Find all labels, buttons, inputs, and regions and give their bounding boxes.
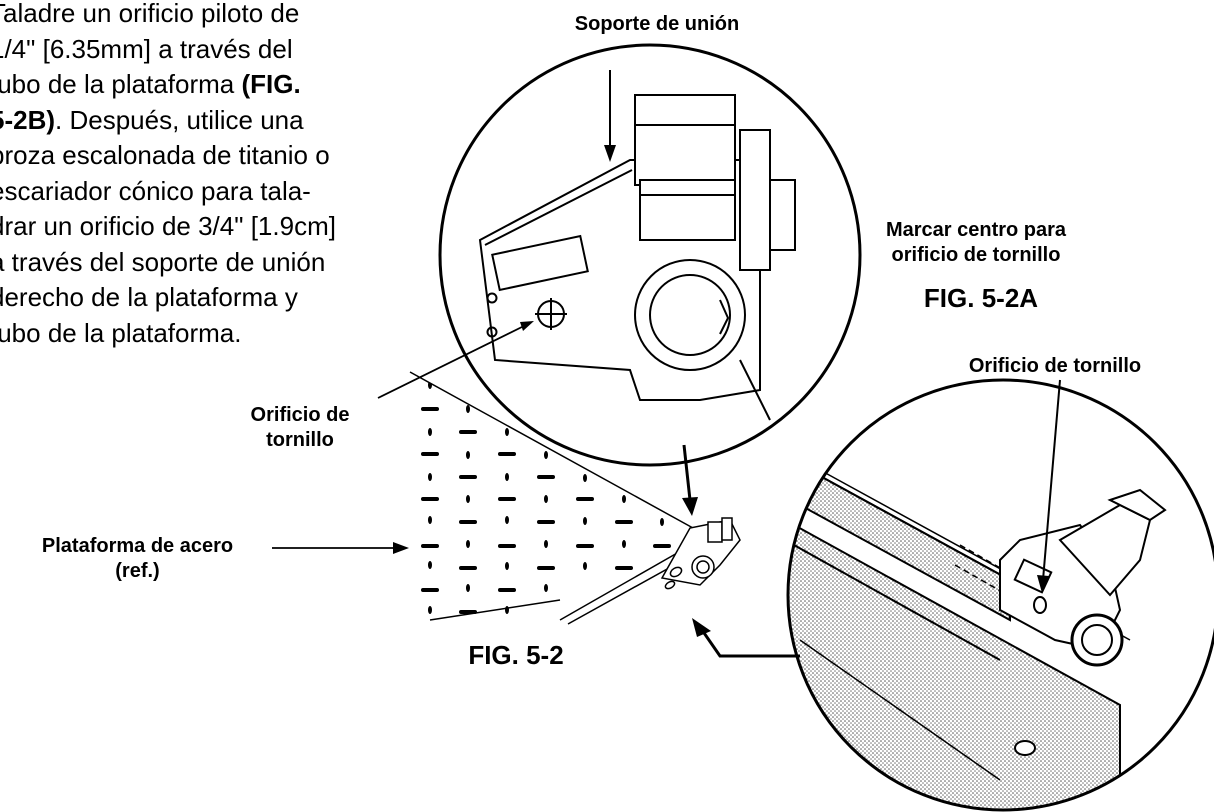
instruction-line-4-text: . Después, utilice una	[55, 104, 304, 135]
instruction-line-1: Taladre un orificio piloto de	[0, 0, 300, 28]
instruction-line-6: escariador cónico para tala-	[0, 175, 311, 206]
instruction-text: Taladre un orificio piloto de 1/4" [6.35…	[0, 0, 400, 351]
label-orificio-tornillo-left: Orificio de tornillo	[225, 403, 375, 453]
steel-platform	[409, 371, 741, 625]
label-plataforma-acero: Plataforma de acero (ref.)	[0, 534, 275, 584]
instruction-line-4: 5-2B). Después, utilice una	[0, 103, 400, 139]
instruction-line-10: tubo de la plataforma.	[0, 317, 242, 348]
instruction-line-7: drar un orificio de 3/4" [1.9cm]	[0, 211, 336, 241]
detail-circle-top	[438, 43, 862, 467]
label-marcar-centro: Marcar centro para orificio de tornillo	[846, 218, 1106, 268]
label-tornillo: tornillo	[266, 429, 334, 451]
label-soporte-union: Soporte de unión	[574, 13, 740, 35]
fig-5-2b-ref-part2: 5-2B)	[0, 104, 56, 135]
label-plataforma-line1: Plataforma de acero	[41, 535, 234, 557]
label-marcar-centro-line1: Marcar centro para	[885, 219, 1067, 241]
label-plataforma-line2: (ref.)	[115, 560, 160, 582]
label-orificio-tornillo-right: Orificio de tornillo	[968, 355, 1142, 377]
fig-5-2a-caption: FIG. 5-2A	[923, 283, 1039, 313]
label-marcar-centro-line2: orificio de tornillo	[891, 244, 1061, 266]
instruction-line-8: a través del soporte de unión	[0, 246, 326, 277]
instruction-line-2: 1/4" [6.35mm] a través del	[0, 33, 293, 64]
instruction-line-5: broza escalonada de titanio o	[0, 140, 330, 170]
instruction-line-3-text: tubo de la plataforma	[0, 69, 242, 99]
detail-circle-bottom-right	[692, 378, 1214, 812]
leader-lines	[272, 321, 534, 554]
fig-5-2-caption: FIG. 5-2	[468, 640, 564, 670]
label-orificio-de: Orificio de	[250, 404, 350, 426]
instruction-line-9: derecho de la plataforma y	[0, 282, 298, 312]
fig-5-2b-ref-part1: (FIG.	[241, 69, 301, 99]
instruction-line-3: tubo de la plataforma (FIG.	[0, 67, 400, 103]
